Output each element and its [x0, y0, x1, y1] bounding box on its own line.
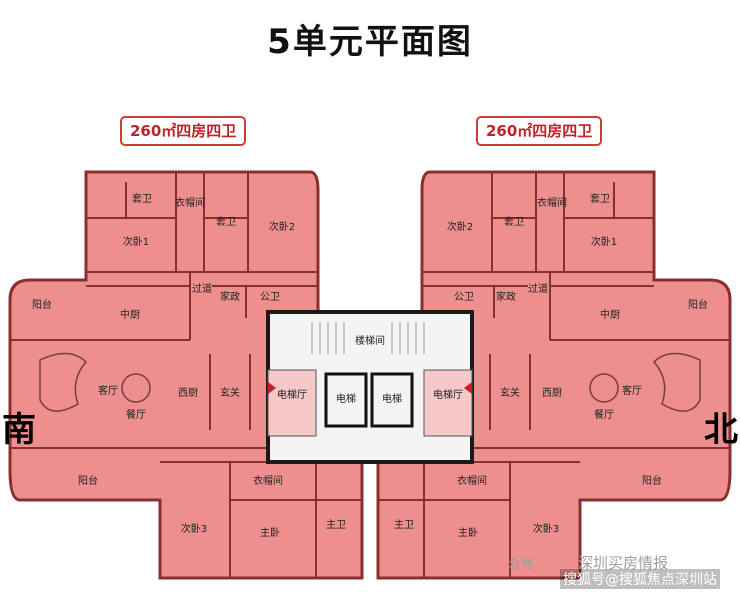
room-label: 阳台 — [78, 474, 98, 487]
room-label: 主卧 — [260, 526, 280, 539]
room-label: 阳台 — [642, 474, 662, 487]
unit-left-shell — [8, 170, 364, 580]
room-label: 西厨 — [542, 387, 562, 399]
dining-table-left — [121, 373, 151, 403]
room-label: 次卧3 — [181, 522, 207, 535]
room-label: 过道 — [528, 282, 548, 295]
room-label: 主卫 — [326, 519, 346, 531]
elevator-label: 电梯 — [382, 392, 402, 405]
watermark-account: 众号 — [508, 557, 535, 572]
room-label: 次卧1 — [123, 235, 149, 248]
room-label: 主卫 — [394, 519, 414, 531]
north-label: 北 — [704, 410, 738, 450]
sofa-left — [39, 352, 88, 412]
unit-right-area-badge: 260㎡四房四卫 — [476, 116, 603, 146]
room-label: 阳台 — [32, 298, 52, 311]
room-label: 餐厅 — [594, 408, 614, 421]
room-label: 餐厅 — [126, 408, 146, 421]
elevator-hall-right — [423, 369, 473, 437]
room-label: 客厅 — [622, 384, 642, 397]
room-label: 次卧3 — [533, 522, 559, 535]
room-label: 衣帽间 — [457, 474, 487, 487]
core: 楼梯间 电梯 电梯 电梯厅 电梯厅 — [266, 310, 474, 464]
room-label: 衣帽间 — [175, 196, 205, 209]
entry-arrow-icon — [464, 382, 472, 394]
dining-table-right — [589, 373, 619, 403]
room-label: 中厨 — [120, 308, 140, 321]
room-label: 玄关 — [500, 386, 520, 399]
unit-right-shell — [376, 170, 732, 580]
unit-left-area-badge: 260㎡四房四卫 — [120, 116, 247, 146]
elevator-hall-left — [267, 369, 317, 437]
stair-hall-label: 楼梯间 — [355, 334, 385, 347]
room-label: 衣帽间 — [253, 474, 283, 487]
room-label: 套卫 — [590, 192, 610, 205]
stair-treads — [311, 322, 425, 354]
elevator-shaft-2 — [370, 372, 414, 428]
room-label: 中厨 — [600, 308, 620, 321]
unit-right: 次卧2 套卫 衣帽间 套卫 次卧1 公卫 家政 过道 中厨 阳台 玄关 西厨 餐… — [376, 170, 732, 580]
sofa-right — [652, 352, 701, 412]
room-label: 套卫 — [504, 215, 524, 228]
room-label: 阳台 — [688, 298, 708, 311]
room-label: 次卧1 — [591, 235, 617, 248]
plan-title: 5单元平面图 — [267, 22, 473, 62]
room-label: 套卫 — [216, 215, 236, 228]
watermark-brand: 深圳买房情报 — [578, 554, 669, 572]
elevator-hall-label: 电梯厅 — [277, 388, 307, 401]
room-label: 主卧 — [458, 526, 478, 539]
room-label: 衣帽间 — [537, 196, 567, 209]
room-label: 次卧2 — [269, 220, 295, 233]
room-label: 玄关 — [220, 386, 240, 399]
room-label: 家政 — [220, 290, 240, 303]
entry-arrow-icon — [268, 382, 276, 394]
elevator-hall-label: 电梯厅 — [433, 388, 463, 401]
room-label: 公卫 — [454, 292, 474, 303]
unit-left-walls — [10, 172, 362, 578]
room-label: 公卫 — [260, 292, 280, 303]
elevator-shaft-1 — [324, 372, 368, 428]
watermark-source: 搜狐号@搜狐焦点深圳站 — [560, 569, 720, 589]
room-label: 客厅 — [98, 384, 118, 397]
room-label: 套卫 — [132, 192, 152, 205]
room-label: 西厨 — [178, 387, 198, 399]
room-label: 家政 — [496, 290, 516, 303]
south-label: 南 — [2, 410, 36, 450]
room-label: 次卧2 — [447, 220, 473, 233]
unit-right-walls — [378, 172, 730, 578]
unit-left: 套卫 衣帽间 套卫 次卧1 次卧2 过道 家政 公卫 阳台 中厨 客厅 餐厅 西… — [8, 170, 364, 580]
elevator-label: 电梯 — [336, 392, 356, 405]
room-label: 过道 — [192, 282, 212, 295]
